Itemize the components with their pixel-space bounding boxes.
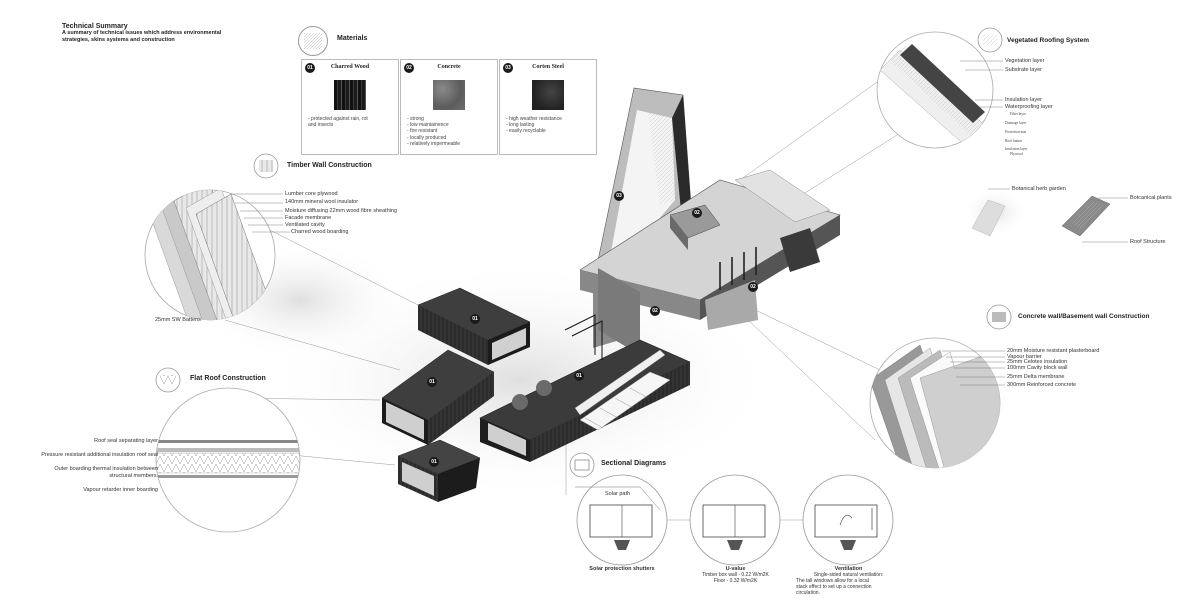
flat-roof-layer: Roof seal separating layer [94,438,158,444]
timber-layer: Lumber core plywood [285,191,338,197]
flat-roof-layer: structural members. [109,473,158,479]
material-name: Concrete [437,64,461,70]
vegetated-layer: Waterproofing layer [1005,104,1053,110]
ventilation-title: Ventilation [834,566,863,572]
material-note: - high weather resistance [506,116,562,122]
material-note: - easily recyclable [506,128,546,135]
marker-01: 01 [427,377,437,387]
u-value-title: U-value [725,566,746,572]
marker-01: 01 [574,371,584,381]
upper-deck [579,169,841,355]
materials-title: Materials [337,35,368,42]
page-title: Technical Summary [62,23,128,30]
vegetated-layer: Vegetation layer [1005,58,1045,64]
material-note: - protected against rain, rot [308,116,368,122]
timber-block-mid [381,349,495,445]
marker-03: 03 [614,191,624,201]
flat-roof-detail-circle [155,387,301,533]
stair-rails [564,314,603,360]
material-card-concrete: 02 Concrete - strong - low maintainence … [400,59,498,155]
marker-01: 01 [470,314,480,324]
vegetated-layer: Substrate layer [1005,67,1042,73]
solar-shutters-caption: Solar protection shutters [577,566,667,572]
botanical-plants-label: Botcanical plants [1130,195,1172,201]
concrete-layer: 100mm Cavity block wall [1007,365,1068,371]
flat-roof-layer: Vapour retarder inner boarding [83,487,158,493]
vegetated-roof-title: Vegetated Roofing System [1007,37,1089,44]
roof-structure-label: Roof Structure [1130,239,1166,245]
flat-roof-layer: Pressure resistant additional insulation… [41,452,158,458]
ventilation-line: The tall windows allow for a local [796,578,869,584]
vegetated-small-layer: Plywood [1010,152,1023,156]
flat-roof-layer: Outer boarding thermal insulation betwee… [54,466,158,472]
timber-block-lower [397,439,481,502]
marker-02: 02 [748,282,758,292]
section-diagram-ventilation [802,474,894,566]
marker-02: 02 [650,306,660,316]
concrete-layer: Vapour barrier [1007,354,1042,360]
materials-icon [298,26,328,56]
material-note: - long lasting [506,122,535,129]
timber-layer: Ventilated cavity [285,222,325,228]
material-number: 03 [503,63,513,73]
material-number: 01 [305,63,315,73]
solar-shutters-title: Solar protection shutters [589,566,655,572]
flat-roof-title: Flat Roof Construction [190,375,266,382]
concrete-layer: 25mm Celotex insulation [1007,359,1068,365]
ventilation-line: Single-sided natural ventilation: [813,572,884,578]
u-value-line: Timber box wall - 0.22 W/m2K [702,572,769,578]
solar-path-label: Solar path [605,491,631,497]
concrete-wall-detail-circle [869,337,1001,469]
timber-layer: Facade membrane [285,215,332,221]
material-note: - fire resistant [407,128,438,135]
charred-wood-swatch [334,80,366,110]
concrete-swatch [433,80,465,110]
ventilation-line: circulation. [796,590,820,596]
concrete-layer: 300mm Reinforced concrete [1007,382,1077,388]
vegetated-small-layer: Protection mat [1005,130,1027,134]
timber-layer: Moisture diffusing 22mm wood fibre sheat… [285,208,398,214]
material-note: and insects [308,122,334,129]
material-note: - locally produced [407,134,447,141]
material-note: - relatively impermeable [407,140,461,147]
u-value-caption: U-value Timber box wall - 0.22 W/m2K Flo… [688,566,783,584]
u-value-line: Floor - 0.32 W/m2K [713,578,758,584]
vegetated-small-layer: Drainage layer [1005,121,1027,125]
material-note: - strong [407,116,424,122]
corten-steel-swatch [532,80,564,110]
timber-battens-label: 25mm SW Battens [155,317,201,323]
material-note: - low maintainence [407,122,449,129]
vegetated-roof-detail-circle [876,31,994,149]
concrete-layer: 20mm Moisture resistant plasterboard [1007,348,1100,354]
ventilation-line: stack effect to set up a connection [796,584,872,590]
vegetated-small-layer: Insulation layer [1005,147,1028,151]
ventilation-caption: Ventilation Single-sided natural ventila… [796,566,901,596]
sectional-diagrams-icon [569,452,595,478]
material-number: 02 [404,63,414,73]
vegetated-layer: Insulation layer [1005,97,1042,103]
section-diagram-uvalue [689,474,781,566]
concrete-layer: 25mm Delta membrane [1007,374,1065,380]
material-name: Corten Steel [532,64,564,70]
section-diagram-solar [575,474,668,566]
marker-02: 02 [692,208,702,218]
botanical-sketches [963,188,1111,237]
concrete-wall-title: Concrete wall/Basement wall Construction [1018,313,1150,320]
ramp [579,371,671,431]
vegetated-small-layer: Roof batten [1005,139,1022,143]
material-card-corten-steel: 03 Corten Steel - high weather resistanc… [499,59,597,155]
timber-layer: 140mm mineral wool insulator [285,199,359,205]
timber-layer: Charred wood boarding [291,229,349,235]
botanical-herb-label: Botanical herb garden [1012,186,1066,192]
material-card-charred-wood: 01 Charred Wood - protected against rain… [301,59,399,155]
marker-01: 01 [429,457,439,467]
page-subtitle: A summary of technical issues which addr… [62,30,222,43]
vegetated-small-layer: Filter layer [1010,112,1026,116]
sectional-diagrams-title: Sectional Diagrams [601,460,666,467]
timber-wall-title: Timber Wall Construction [287,162,372,169]
material-name: Charred Wood [330,64,370,70]
